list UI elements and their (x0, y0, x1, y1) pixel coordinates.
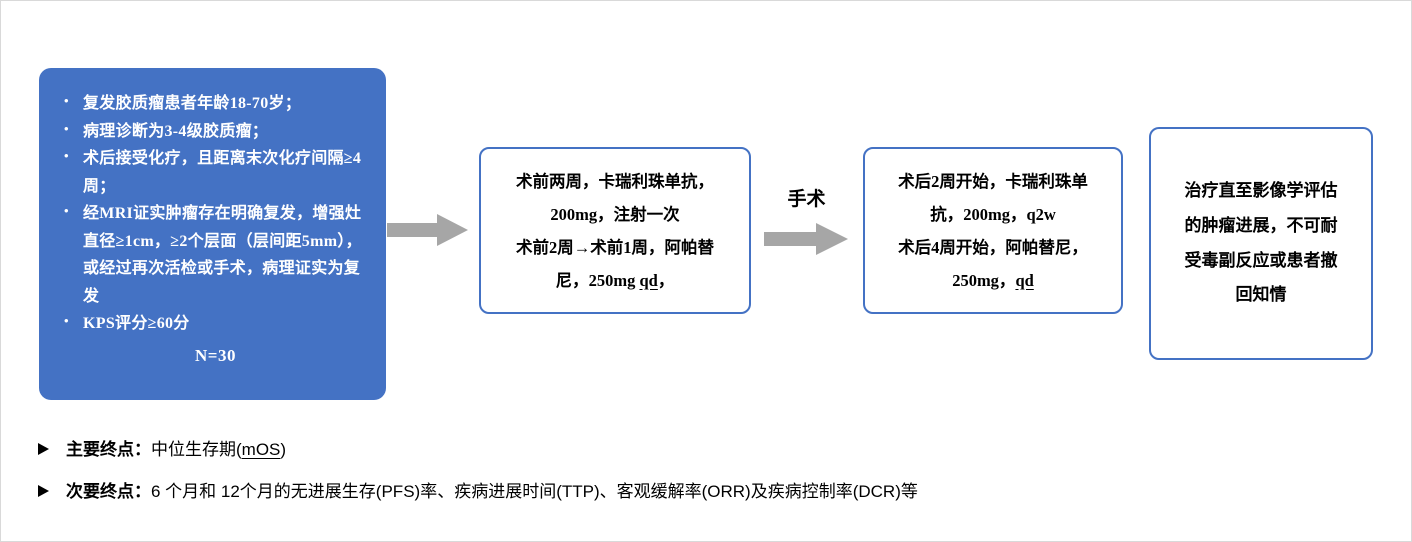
inclusion-criteria-box: • 复发胶质瘤患者年龄18-70岁； • 病理诊断为3-4级胶质瘤； • 术后接… (39, 68, 386, 400)
pre-op-treatment-box: 术前两周，卡瑞利珠单抗， 200mg，注射一次 术前2周→术前1周，阿帕替 尼，… (479, 147, 751, 314)
bullet-dot-icon: • (64, 313, 69, 329)
primary-endpoint-underlined-segment: mOS (241, 440, 281, 459)
primary-endpoint-label: 主要终点： (66, 440, 151, 459)
post-op-line: 抗，200mg，q2w (930, 204, 1056, 224)
inclusion-criterion-text: 病理诊断为3-4级胶质瘤； (83, 122, 269, 140)
secondary-endpoint-label: 次要终点： (66, 482, 151, 501)
pre-op-line: 200mg，注射一次 (550, 204, 680, 224)
primary-endpoint-segment: ) (280, 440, 287, 459)
pre-op-line-underlined-segment: qd (639, 270, 658, 290)
post-op-line-segment: 250mg， (952, 270, 1016, 290)
surgery-flow-arrow-shape (764, 223, 848, 255)
continuation-line: 回知情 (1235, 285, 1287, 305)
sample-size-label: N=30 (195, 345, 236, 365)
flow-arrow-icon (387, 214, 468, 246)
surgery-label: 手术 (787, 189, 826, 210)
inclusion-criterion-row: • 术后接受化疗，且距离末次化疗间隔≥4周； (59, 145, 372, 200)
inclusion-criterion-row: • KPS评分≥60分 (59, 310, 372, 338)
pre-op-line: 尼，250mg qd， (556, 264, 675, 297)
pre-op-line-segment: ， (657, 270, 675, 290)
post-op-treatment-box: 术后2周开始，卡瑞利珠单 抗，200mg，q2w 术后4周开始，阿帕替尼， 25… (863, 147, 1123, 314)
inclusion-criterion-row: • 复发胶质瘤患者年龄18-70岁； (59, 90, 372, 118)
secondary-endpoint-row: 次要终点： 6 个月和 12个月的无进展生存(PFS)率、疾病进展时间(TTP)… (37, 477, 918, 502)
post-op-line: 术后4周开始，阿帕替尼， (898, 237, 1088, 257)
secondary-endpoint-text: 6 个月和 12个月的无进展生存(PFS)率、疾病进展时间(TTP)、客观缓解率… (151, 482, 918, 501)
inclusion-criterion-text: KPS评分≥60分 (83, 315, 190, 333)
inclusion-criteria-list: • 复发胶质瘤患者年龄18-70岁； • 病理诊断为3-4级胶质瘤； • 术后接… (59, 90, 372, 338)
primary-endpoint-row: 主要终点： 中位生存期(mOS) (37, 435, 918, 460)
arrowhead-bullet-icon (38, 485, 49, 497)
treatment-continuation-box: 治疗直至影像学评估 的肿瘤进展，不可耐 受毒副反应或患者撤 回知情 (1149, 127, 1373, 360)
pre-op-line: 术前两周，卡瑞利珠单抗， (516, 171, 714, 191)
inclusion-criterion-text: 经MRI证实肿瘤存在明确复发，增强灶直径≥1cm，≥2个层面（层间距5mm），或… (83, 205, 362, 305)
post-op-line: 术后2周开始，卡瑞利珠单 (898, 171, 1088, 191)
continuation-line: 受毒副反应或患者撤 (1184, 250, 1338, 270)
inclusion-criterion-text: 复发胶质瘤患者年龄18-70岁； (83, 95, 302, 112)
inclusion-criterion-row: • 病理诊断为3-4级胶质瘤； (59, 118, 372, 146)
arrowhead-bullet-icon (38, 443, 49, 455)
primary-endpoint-segment: 中位生存期( (151, 440, 242, 459)
flow-arrow-shape (387, 214, 468, 246)
primary-endpoint-text: 中位生存期(mOS) (151, 435, 286, 460)
bullet-dot-icon: • (64, 203, 69, 219)
bullet-dot-icon: • (64, 120, 69, 136)
bullet-dot-icon: • (64, 93, 69, 108)
surgery-flow-arrow-icon (764, 223, 848, 255)
continuation-line: 的肿瘤进展，不可耐 (1184, 215, 1338, 235)
continuation-line: 治疗直至影像学评估 (1184, 180, 1338, 200)
endpoints-section: 主要终点： 中位生存期(mOS) 次要终点： 6 个月和 12个月的无进展生存(… (37, 435, 918, 519)
inclusion-criterion-text: 术后接受化疗，且距离末次化疗间隔≥4周； (83, 150, 362, 195)
pre-op-line: 术前2周→术前1周，阿帕替 (516, 237, 714, 257)
post-op-line-underlined-segment: qd (1015, 270, 1034, 290)
inclusion-criterion-row: • 经MRI证实肿瘤存在明确复发，增强灶直径≥1cm，≥2个层面（层间距5mm）… (59, 200, 372, 310)
bullet-dot-icon: • (64, 148, 69, 164)
pre-op-line-segment: 尼，250mg (555, 270, 640, 290)
post-op-line: 250mg，qd (952, 264, 1034, 297)
